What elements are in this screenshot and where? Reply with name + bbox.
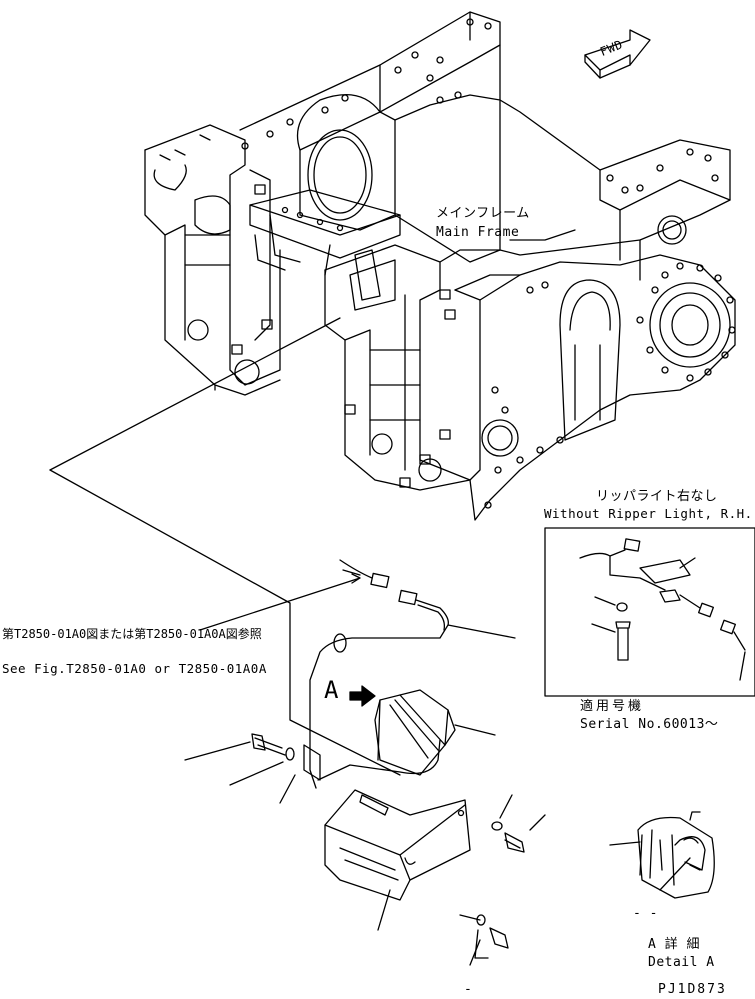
- detail-a-drawing: [609, 811, 715, 899]
- inset-title-jp: リッパライト右なし: [596, 489, 718, 504]
- lamp-assembly: [374, 689, 496, 776]
- main-frame-label-en: Main Frame: [436, 225, 520, 240]
- detail-a-label-en: Detail A: [648, 955, 715, 970]
- drawing-id: PJ1D873: [658, 982, 727, 997]
- view-arrow: [349, 685, 376, 707]
- frame-lugs: [231, 184, 456, 488]
- callout-dash-1: - -: [633, 906, 658, 921]
- beam-bolt-holes: [606, 148, 719, 194]
- fwd-arrow: [584, 29, 651, 79]
- main-frame-drawing: [144, 11, 736, 521]
- serial-label-en: Serial No.60013〜: [580, 717, 719, 732]
- fasteners: [184, 733, 546, 966]
- inset-title-en: Without Ripper Light, R.H.: [544, 506, 753, 521]
- main-frame-label-jp: メインフレーム: [436, 206, 530, 221]
- reference-label-en: See Fig.T2850-01A0 or T2850-01A0A: [2, 661, 267, 676]
- detail-a-label-jp: A 詳 細: [648, 937, 700, 952]
- view-marker-letter: A: [324, 676, 339, 704]
- reference-lines: [49, 317, 401, 776]
- frame-bolt-holes: [241, 18, 492, 150]
- wiring-harness: [303, 559, 516, 789]
- reference-label-jp: 第T2850-01A0図または第T2850-01A0A図参照: [2, 627, 262, 641]
- inset-box: [544, 527, 755, 697]
- callout-dash-2: -: [464, 982, 473, 997]
- lamp-guard: [324, 789, 471, 901]
- bracket-holes: [281, 206, 344, 232]
- serial-label-jp: 適用号機: [580, 699, 645, 714]
- casting-bolt-holes: [484, 262, 736, 509]
